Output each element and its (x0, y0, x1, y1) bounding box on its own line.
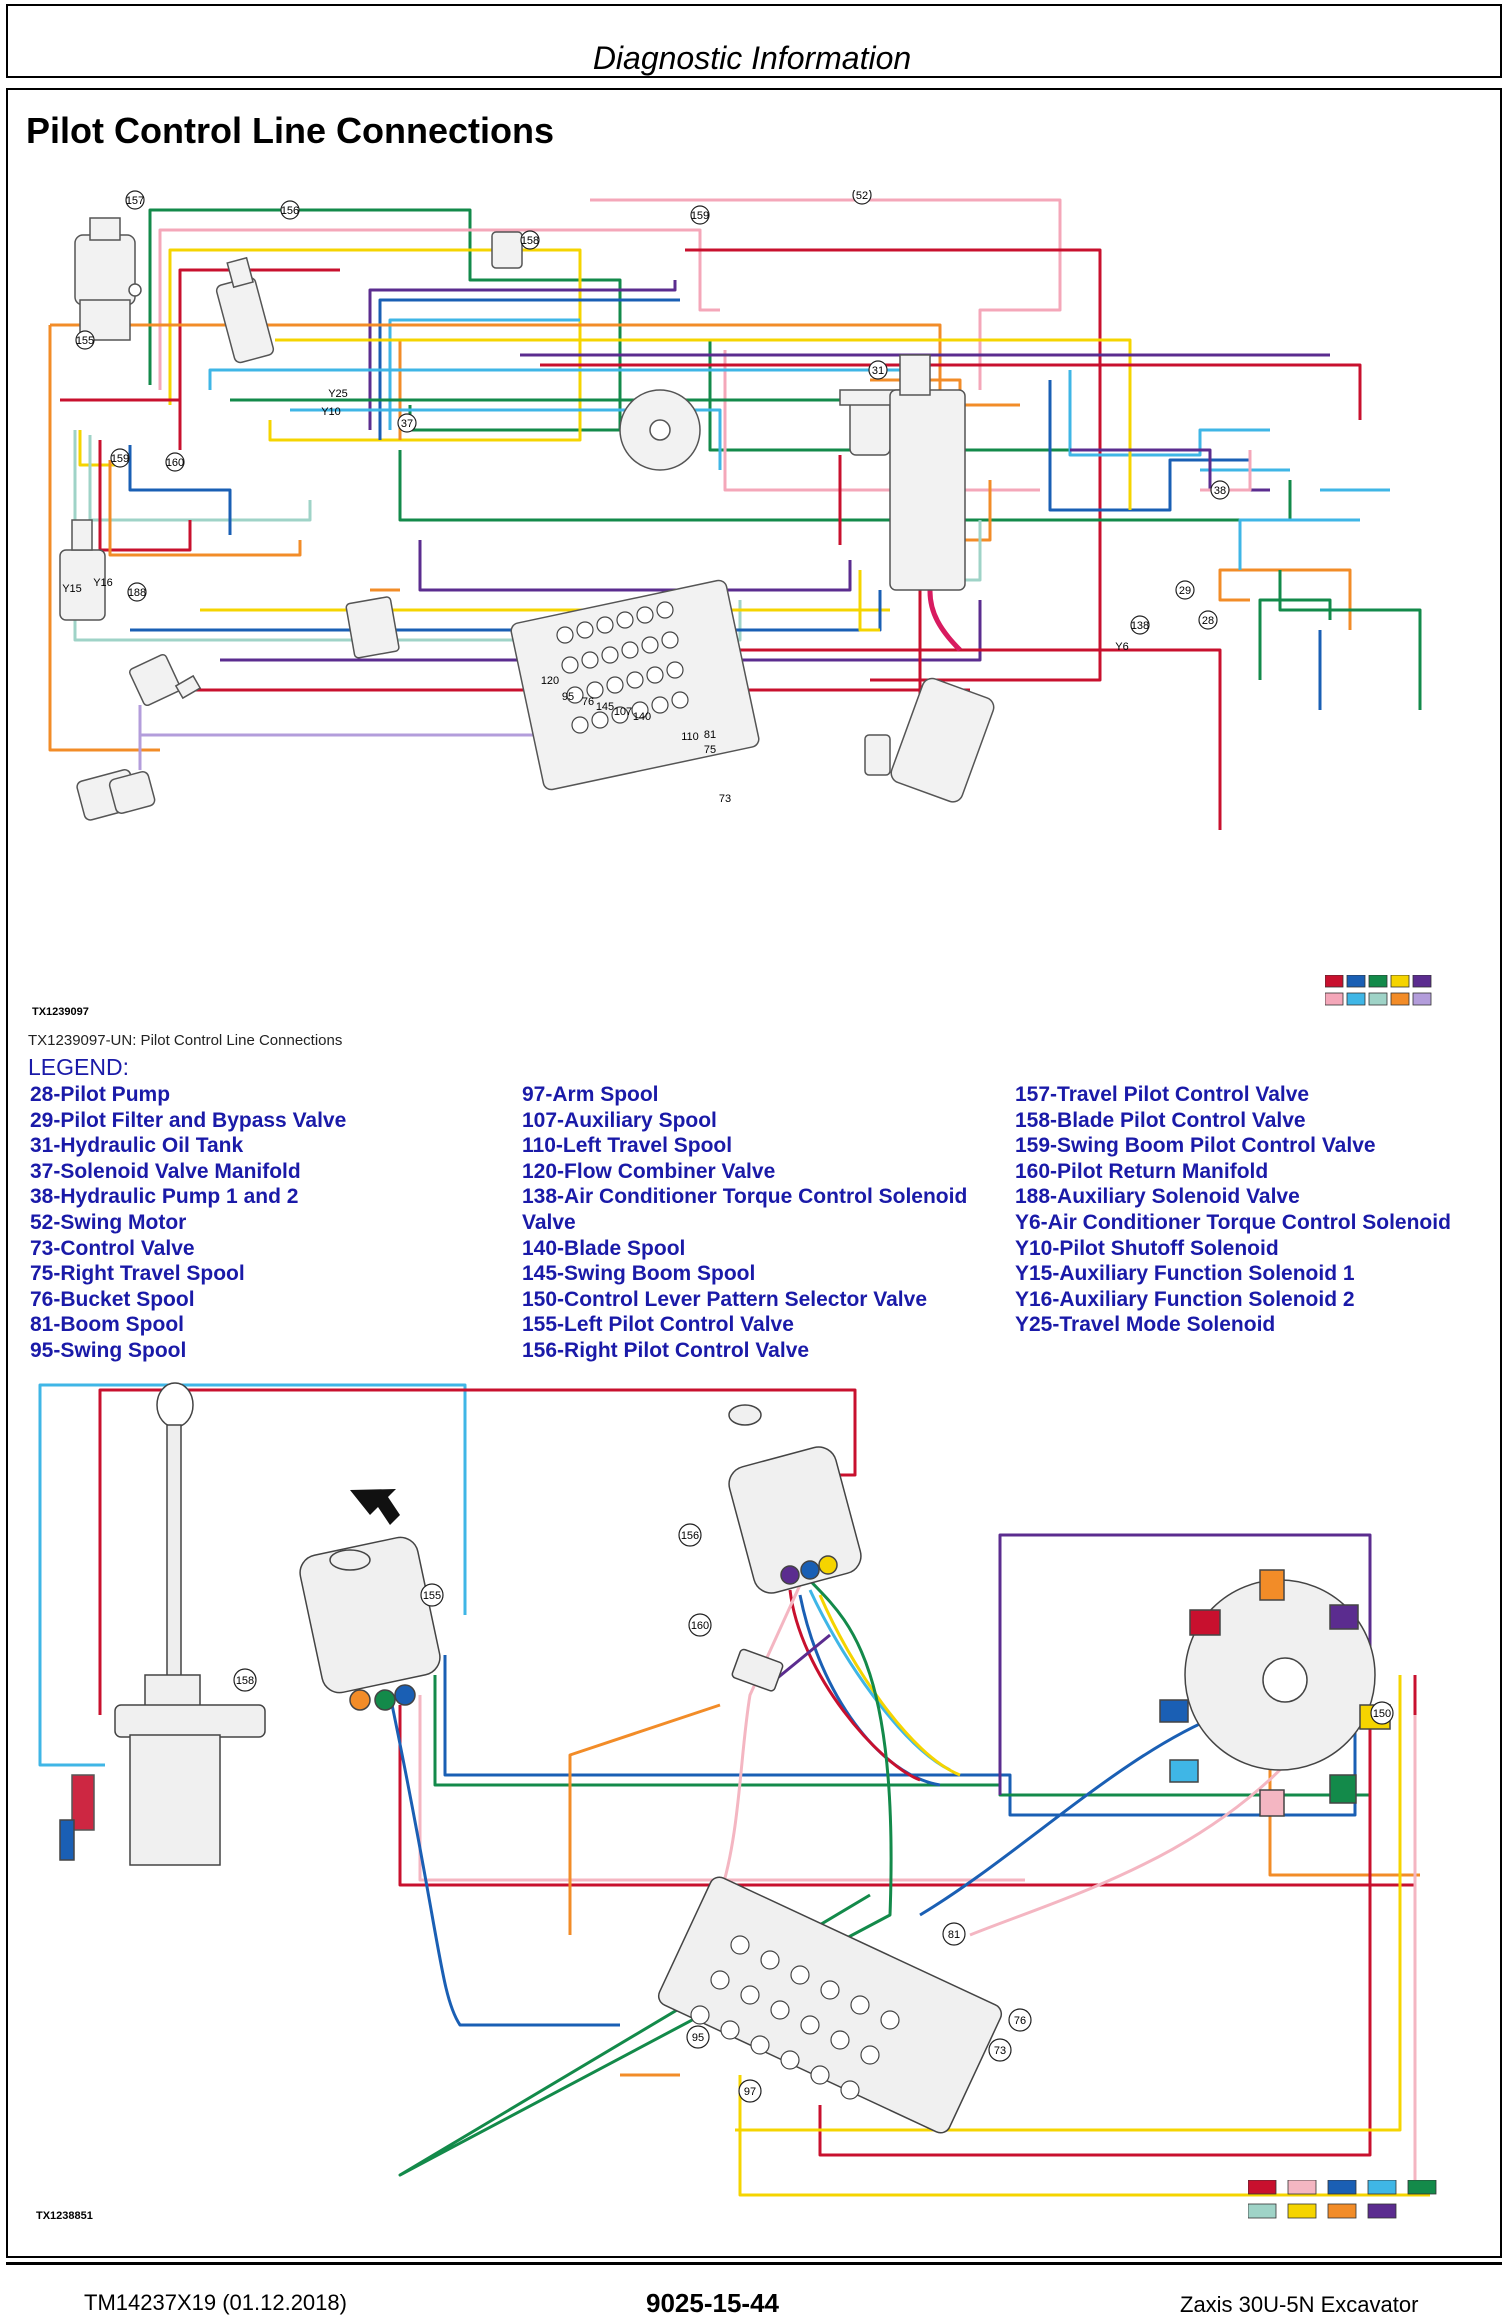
pilot-line-schematic-bottom: 156 155 158 160 150 81 95 97 76 73 (38, 1382, 1430, 2197)
legend-item: Y6-Air Conditioner Torque Control Soleno… (1015, 1210, 1451, 1234)
footer-page-number: 9025-15-44 (646, 2288, 779, 2318)
figure1-caption: TX1239097-UN: Pilot Control Line Connect… (28, 1032, 343, 1049)
legend-item: 73-Control Valve (30, 1236, 195, 1260)
svg-text:Y6: Y6 (1115, 641, 1128, 653)
legend-item: 38-Hydraulic Pump 1 and 2 (30, 1185, 299, 1209)
svg-text:81: 81 (948, 1929, 960, 1941)
svg-text:81: 81 (704, 729, 716, 741)
svg-text:31: 31 (872, 365, 884, 377)
svg-text:159: 159 (691, 210, 709, 222)
legend-item: 159-Swing Boom Pilot Control Valve (1015, 1134, 1376, 1158)
svg-text:28: 28 (1202, 615, 1214, 627)
legend-item: 145-Swing Boom Spool (522, 1262, 756, 1286)
svg-text:158: 158 (521, 235, 539, 247)
svg-text:Y15: Y15 (62, 583, 82, 595)
svg-text:138: 138 (1131, 620, 1149, 632)
legend-item: 140-Blade Spool (522, 1236, 686, 1260)
svg-text:76: 76 (1014, 2015, 1026, 2027)
header-frame (6, 4, 1502, 78)
legend-item: 107-Auxiliary Spool (522, 1108, 717, 1132)
legend-item: 76-Bucket Spool (30, 1287, 195, 1311)
legend-item: 75-Right Travel Spool (30, 1262, 245, 1286)
svg-text:156: 156 (281, 205, 299, 217)
svg-text:120: 120 (541, 675, 559, 687)
svg-text:160: 160 (166, 457, 184, 469)
legend-item: Y15-Auxiliary Function Solenoid 1 (1015, 1262, 1355, 1286)
legend-item: Y25-Travel Mode Solenoid (1015, 1313, 1276, 1337)
svg-text:76: 76 (582, 696, 594, 708)
figure2-id: TX1238851 (36, 2210, 93, 2222)
legend-item: 160-Pilot Return Manifold (1015, 1159, 1269, 1183)
svg-text:Y16: Y16 (93, 577, 113, 589)
svg-text:156: 156 (681, 1530, 699, 1542)
page-title: Pilot Control Line Connections (26, 110, 554, 151)
svg-text:110: 110 (681, 731, 699, 743)
footer-model: Zaxis 30U-5N Excavator (1180, 2292, 1419, 2317)
svg-text:95: 95 (692, 2032, 704, 2044)
legend-item: Valve (522, 1210, 576, 1234)
legend-item: 97-Arm Spool (522, 1083, 659, 1106)
legend-item: 28-Pilot Pump (30, 1083, 171, 1106)
svg-text:145: 145 (596, 701, 614, 713)
legend-item: Y16-Auxiliary Function Solenoid 2 (1015, 1287, 1355, 1311)
legend-item: 31-Hydraulic Oil Tank (30, 1134, 244, 1158)
svg-text:Y25: Y25 (328, 388, 348, 400)
legend-column-2: 97-Arm Spool 107-Auxiliary Spool 110-Lef… (522, 1082, 967, 1364)
svg-text:97: 97 (744, 2086, 756, 2098)
svg-text:Y10: Y10 (321, 406, 341, 418)
svg-text:150: 150 (1373, 1708, 1391, 1720)
pilot-line-schematic-top: 157 156 158 159 52 31 155 159 160 37 38 … (48, 190, 1422, 830)
legend-item: 156-Right Pilot Control Valve (522, 1338, 810, 1362)
svg-text:155: 155 (423, 1590, 441, 1602)
legend-item: 29-Pilot Filter and Bypass Valve (30, 1108, 347, 1132)
legend-column-3: 157-Travel Pilot Control Valve 158-Blade… (1015, 1082, 1451, 1338)
svg-text:157: 157 (126, 195, 144, 207)
legend-item: 155-Left Pilot Control Valve (522, 1313, 794, 1337)
svg-text:95: 95 (562, 691, 574, 703)
svg-text:188: 188 (128, 587, 146, 599)
direction-arrow-icon (350, 1489, 400, 1525)
svg-text:29: 29 (1179, 585, 1191, 597)
legend-title: LEGEND: (28, 1054, 129, 1080)
legend-item: 110-Left Travel Spool (522, 1134, 733, 1158)
figure1-color-swatches (1325, 975, 1432, 1006)
svg-text:107: 107 (614, 706, 632, 718)
legend-item: 157-Travel Pilot Control Valve (1015, 1083, 1310, 1106)
figure1-id: TX1239097 (32, 1006, 89, 1018)
footer-divider (6, 2262, 1502, 2265)
svg-text:52: 52 (856, 190, 868, 202)
legend-item: 95-Swing Spool (30, 1338, 187, 1362)
svg-text:75: 75 (704, 744, 716, 756)
legend-item: 52-Swing Motor (30, 1210, 187, 1234)
legend-item: 138-Air Conditioner Torque Control Solen… (522, 1185, 968, 1209)
legend-item: 81-Boom Spool (30, 1313, 185, 1337)
svg-text:155: 155 (76, 335, 94, 347)
footer-manual-id: TM14237X19 (01.12.2018) (84, 2290, 347, 2315)
header-title: Diagnostic Information (592, 40, 912, 76)
svg-text:160: 160 (691, 1620, 709, 1632)
legend-column-1: 28-Pilot Pump 29-Pilot Filter and Bypass… (30, 1082, 346, 1364)
svg-text:73: 73 (719, 793, 731, 805)
svg-text:158: 158 (236, 1675, 254, 1687)
legend-item: 158-Blade Pilot Control Valve (1015, 1108, 1306, 1132)
svg-text:37: 37 (401, 418, 413, 430)
legend-item: Y10-Pilot Shutoff Solenoid (1015, 1236, 1279, 1260)
legend-item: 120-Flow Combiner Valve (522, 1159, 776, 1183)
legend-item: 150-Control Lever Pattern Selector Valve (522, 1287, 927, 1311)
legend-item: 188-Auxiliary Solenoid Valve (1015, 1185, 1300, 1209)
svg-text:159: 159 (111, 453, 129, 465)
legend-item: 37-Solenoid Valve Manifold (30, 1159, 301, 1183)
content-frame (6, 88, 1502, 2258)
svg-text:73: 73 (994, 2045, 1006, 2057)
svg-text:38: 38 (1214, 485, 1226, 497)
svg-text:140: 140 (633, 711, 651, 723)
figure2-color-swatches (1248, 2180, 1437, 2219)
